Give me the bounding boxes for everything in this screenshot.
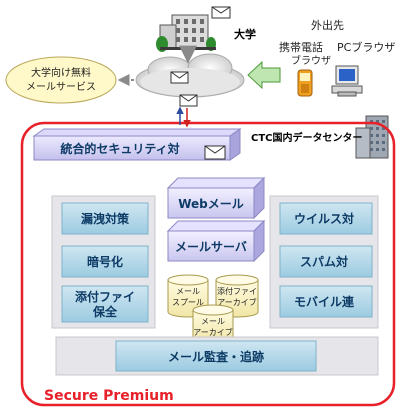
antispam-box <box>279 245 373 278</box>
antivirus-label: ウイルス対 <box>294 211 354 226</box>
datacenter-label: CTC国内データセンター <box>251 131 363 144</box>
envelope-icon <box>211 6 231 19</box>
free-mail-service <box>5 56 117 104</box>
attachment-preservation-box <box>61 285 149 323</box>
mailserver-cube <box>166 219 266 263</box>
attachment-preservation-label-2: 保全 <box>92 304 118 319</box>
secure-premium-frame <box>20 121 396 407</box>
encryption-label: 暗号化 <box>87 254 123 269</box>
free-service-label-1: 大学向け無料 <box>31 66 91 79</box>
mailserver-label: メールサーバ <box>175 240 247 254</box>
mail-archive-label-2: アーカイブ <box>193 327 233 337</box>
audit-label: メール監査・追跡 <box>168 349 264 364</box>
mobile-integration-box <box>279 285 373 318</box>
mail-archive-label-1: メール <box>201 317 225 326</box>
university-building-icon <box>156 14 216 52</box>
attachment-archive-label-1: 添付ファイ <box>217 286 257 296</box>
mobile-browser-label-1: 携帯電話 <box>279 40 323 54</box>
secure-premium-label: Secure Premium <box>44 388 174 404</box>
leak-prevention-label: 漏洩対策 <box>81 211 130 226</box>
attachment-preservation-label-1: 添付ファイ <box>75 289 135 304</box>
outside-label: 外出先 <box>311 18 344 32</box>
pc-icon <box>331 65 363 97</box>
security-bar <box>32 128 242 161</box>
security-envelope-icon <box>204 145 226 160</box>
audit-box <box>115 340 317 372</box>
leak-prevention-box <box>61 202 149 235</box>
outside-to-cloud-arrow <box>247 60 281 90</box>
attachment-archive-label-2: アーカイブ <box>217 297 257 307</box>
datacenter-building-icon <box>355 115 389 159</box>
mobile-integration-label: モバイル連 <box>294 294 355 309</box>
encryption-box <box>61 245 149 278</box>
cloud-envelope-2-icon <box>179 94 198 107</box>
cloud-envelope-icon <box>170 71 189 84</box>
antispam-label: スパム対 <box>300 254 348 269</box>
security-bar-label: 統合的セキュリティ対 <box>60 141 179 156</box>
university-label: 大学 <box>234 27 256 41</box>
webmail-label: Webメール <box>178 197 244 211</box>
mail-spool-label-2: スプール <box>172 298 204 307</box>
internet-cloud <box>135 53 245 98</box>
free-service-label-2: メールサービス <box>26 81 96 93</box>
antivirus-box <box>279 202 373 235</box>
mobile-phone-icon <box>297 69 313 97</box>
mobile-browser-label-2: ブラウザ <box>291 54 331 67</box>
pc-browser-label: PCブラウザ <box>337 40 395 54</box>
mail-spool-label-1: メール <box>176 287 200 296</box>
webmail-cube <box>166 176 266 220</box>
